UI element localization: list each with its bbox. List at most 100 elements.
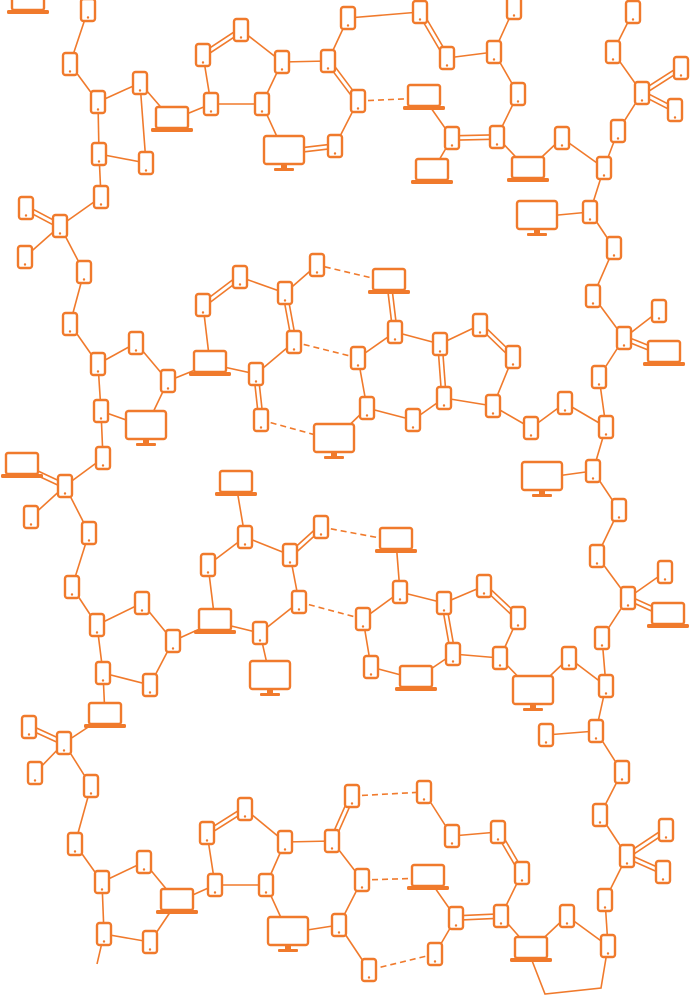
smartphone-icon bbox=[489, 819, 507, 845]
smartphone-icon bbox=[206, 872, 224, 898]
smartphone-icon bbox=[353, 867, 371, 893]
smartphone-icon bbox=[133, 590, 151, 616]
smartphone-icon bbox=[354, 606, 372, 632]
smartphone-icon bbox=[16, 244, 34, 270]
laptop-icon bbox=[411, 157, 453, 184]
smartphone-icon bbox=[435, 385, 453, 411]
smartphone-icon bbox=[484, 393, 502, 419]
smartphone-icon bbox=[605, 235, 623, 261]
smartphone-icon bbox=[593, 625, 611, 651]
smartphone-icon bbox=[596, 887, 614, 913]
smartphone-icon bbox=[95, 921, 113, 947]
smartphone-icon bbox=[584, 283, 602, 309]
smartphone-icon bbox=[558, 903, 576, 929]
dashed-link bbox=[293, 341, 359, 359]
smartphone-icon bbox=[597, 673, 615, 699]
smartphone-icon bbox=[491, 645, 509, 671]
smartphone-icon bbox=[475, 573, 493, 599]
smartphone-icon bbox=[360, 957, 378, 983]
smartphone-icon bbox=[513, 860, 531, 886]
smartphone-icon bbox=[135, 849, 153, 875]
laptop-icon bbox=[215, 469, 257, 496]
smartphone-icon bbox=[339, 5, 357, 31]
laptop-icon bbox=[403, 83, 445, 110]
link bbox=[347, 11, 421, 19]
smartphone-icon bbox=[159, 368, 177, 394]
smartphone-icon bbox=[587, 718, 605, 744]
smartphone-icon bbox=[509, 605, 527, 631]
smartphone-icon bbox=[522, 415, 540, 441]
smartphone-icon bbox=[22, 504, 40, 530]
smartphone-icon bbox=[415, 779, 433, 805]
laptop-icon bbox=[407, 863, 449, 890]
smartphone-icon bbox=[590, 364, 608, 390]
smartphone-icon bbox=[312, 514, 330, 540]
smartphone-icon bbox=[285, 329, 303, 355]
smartphone-icon bbox=[94, 660, 112, 686]
smartphone-icon bbox=[597, 414, 615, 440]
smartphone-icon bbox=[488, 124, 506, 150]
smartphone-icon bbox=[619, 585, 637, 611]
smartphone-icon bbox=[61, 311, 79, 337]
smartphone-icon bbox=[447, 905, 465, 931]
smartphone-icon bbox=[386, 319, 404, 345]
dashed-link bbox=[368, 953, 436, 971]
laptop-icon bbox=[507, 155, 549, 182]
smartphone-icon bbox=[194, 42, 212, 68]
monitor-icon bbox=[266, 915, 310, 952]
smartphone-icon bbox=[94, 445, 112, 471]
smartphone-icon bbox=[666, 97, 684, 123]
smartphone-icon bbox=[79, 0, 97, 23]
link bbox=[545, 730, 597, 736]
laptop-icon bbox=[151, 105, 193, 132]
smartphone-icon bbox=[319, 48, 337, 74]
smartphone-icon bbox=[194, 292, 212, 318]
laptop-icon bbox=[84, 701, 126, 728]
monitor-icon bbox=[515, 199, 559, 236]
smartphone-icon bbox=[610, 497, 628, 523]
smartphone-icon bbox=[391, 579, 409, 605]
monitor-icon bbox=[262, 134, 306, 171]
smartphone-icon bbox=[553, 125, 571, 151]
smartphone-icon bbox=[581, 199, 599, 225]
smartphone-icon bbox=[55, 730, 73, 756]
smartphone-icon bbox=[438, 45, 456, 71]
smartphone-icon bbox=[362, 654, 380, 680]
smartphone-icon bbox=[443, 823, 461, 849]
smartphone-icon bbox=[330, 912, 348, 938]
smartphone-icon bbox=[656, 559, 674, 585]
laptop-icon bbox=[7, 0, 49, 14]
smartphone-icon bbox=[141, 929, 159, 955]
smartphone-icon bbox=[509, 81, 527, 107]
smartphone-icon bbox=[358, 395, 376, 421]
smartphone-icon bbox=[624, 0, 642, 25]
smartphone-icon bbox=[599, 933, 617, 959]
laptop-icon bbox=[510, 935, 552, 962]
link bbox=[530, 945, 609, 995]
smartphone-icon bbox=[253, 91, 271, 117]
smartphone-icon bbox=[75, 259, 93, 285]
smartphone-icon bbox=[618, 843, 636, 869]
smartphone-icon bbox=[485, 39, 503, 65]
smartphone-icon bbox=[657, 817, 675, 843]
laptop-icon bbox=[647, 601, 689, 628]
smartphone-icon bbox=[595, 155, 613, 181]
smartphone-icon bbox=[444, 641, 462, 667]
smartphone-icon bbox=[20, 714, 38, 740]
smartphone-icon bbox=[556, 390, 574, 416]
laptop-icon bbox=[643, 339, 685, 366]
smartphone-icon bbox=[326, 133, 344, 159]
smartphone-icon bbox=[66, 831, 84, 857]
smartphone-icon bbox=[92, 398, 110, 424]
smartphone-icon bbox=[613, 759, 631, 785]
smartphone-icon bbox=[435, 590, 453, 616]
smartphone-icon bbox=[164, 628, 182, 654]
smartphone-icon bbox=[89, 351, 107, 377]
smartphone-icon bbox=[615, 325, 633, 351]
smartphone-icon bbox=[343, 783, 361, 809]
smartphone-icon bbox=[202, 91, 220, 117]
smartphone-icon bbox=[349, 88, 367, 114]
smartphone-icon bbox=[93, 869, 111, 895]
